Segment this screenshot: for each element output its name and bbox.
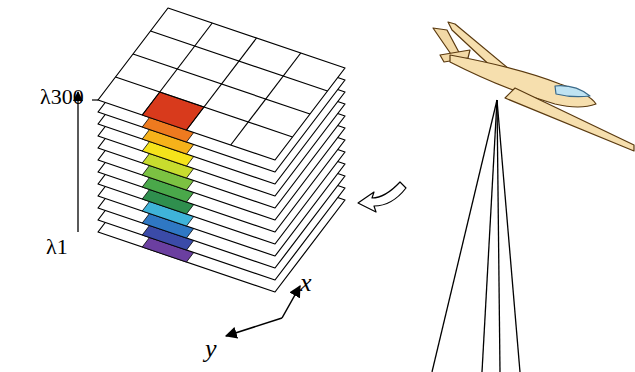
wavelength-label: λ1: [46, 236, 68, 258]
pixel-grid: [116, 23, 328, 145]
glider-aircraft: [433, 22, 634, 151]
x-axis-arrow: [282, 286, 300, 318]
data-flow-arrow: [358, 182, 406, 212]
y-axis-arrow: [226, 318, 282, 336]
wavelength-label: λ300: [40, 86, 84, 108]
layer-stack: [98, 8, 345, 292]
wavelength-arrow: [77, 92, 78, 232]
axis-label: x: [300, 270, 312, 296]
axis-label: y: [205, 336, 217, 362]
tick: [92, 99, 98, 100]
field-of-view-lines: [432, 100, 520, 372]
